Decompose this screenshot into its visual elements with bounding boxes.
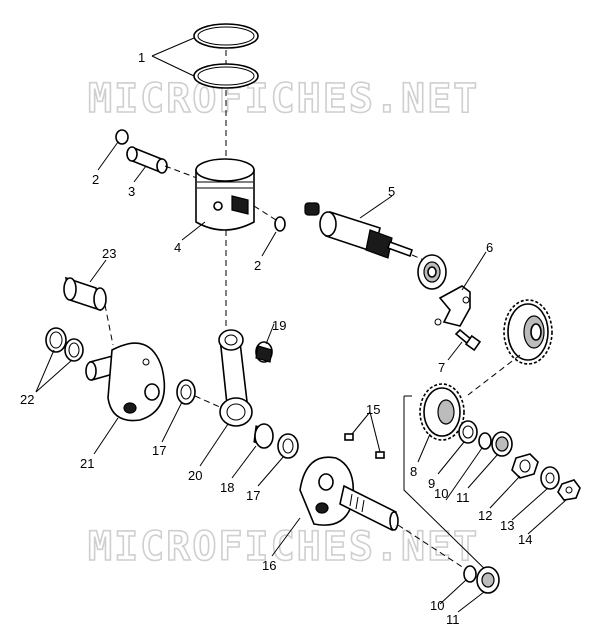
callout-10b: 10 — [430, 598, 444, 613]
watermark-bottom: MICROFICHES.NET — [88, 524, 479, 570]
piston-rings[interactable] — [193, 23, 259, 89]
circlip-top[interactable] — [115, 129, 129, 145]
bearing-upper[interactable] — [417, 254, 447, 290]
bolt[interactable] — [454, 328, 482, 352]
gear-large[interactable] — [503, 299, 553, 365]
washer-left[interactable] — [176, 379, 196, 405]
callout-22: 22 — [20, 392, 34, 407]
callout-14: 14 — [518, 532, 532, 547]
callout-7: 7 — [438, 360, 445, 375]
circlip-bottom-10[interactable] — [463, 565, 477, 583]
needle-bearing-23[interactable] — [63, 276, 107, 312]
connecting-rod[interactable] — [218, 329, 253, 427]
washer-13[interactable] — [540, 466, 560, 490]
leader-lines — [35, 37, 567, 613]
watermark-top: MICROFICHES.NET — [88, 76, 479, 122]
crank-half-right[interactable] — [299, 456, 399, 532]
callout-20: 20 — [188, 468, 202, 483]
callout-5: 5 — [388, 184, 395, 199]
shaft-assembly[interactable] — [304, 202, 414, 259]
bearing-bottom-11[interactable] — [476, 566, 500, 594]
circlip-bottom[interactable] — [274, 216, 286, 232]
callout-3: 3 — [128, 184, 135, 199]
washer-right[interactable] — [277, 433, 299, 459]
bearing-11[interactable] — [491, 431, 513, 457]
callout-12: 12 — [478, 508, 492, 523]
bracket[interactable] — [434, 285, 471, 327]
callout-11b: 11 — [446, 612, 460, 627]
big-end-bearing[interactable] — [253, 423, 274, 449]
callout-labels: 1 2 3 2 4 5 6 7 23 22 19 21 17 20 18 17 … — [20, 50, 532, 627]
piston-pin[interactable] — [126, 146, 168, 174]
circlip-10[interactable] — [478, 432, 492, 450]
callout-8: 8 — [410, 464, 417, 479]
callout-4: 4 — [174, 240, 181, 255]
piston[interactable] — [195, 158, 255, 231]
callout-19: 19 — [272, 318, 286, 333]
small-end-bearing[interactable] — [255, 341, 273, 363]
callout-2a: 2 — [92, 172, 99, 187]
gear-small[interactable] — [419, 383, 465, 441]
callout-18: 18 — [220, 480, 234, 495]
callout-15: 15 — [366, 402, 380, 417]
crank-half-left[interactable] — [85, 342, 166, 422]
seals[interactable] — [45, 327, 84, 362]
nut-12[interactable] — [511, 453, 539, 479]
callout-9: 9 — [428, 476, 435, 491]
washer-9[interactable] — [458, 420, 478, 444]
callout-6: 6 — [486, 240, 493, 255]
callout-17a: 17 — [152, 443, 166, 458]
callout-11a: 11 — [456, 490, 470, 505]
callout-2b: 2 — [254, 258, 261, 273]
callout-16: 16 — [262, 558, 276, 573]
callout-21: 21 — [80, 456, 94, 471]
callout-10a: 10 — [434, 486, 448, 501]
callout-13: 13 — [500, 518, 514, 533]
callout-1: 1 — [138, 50, 145, 65]
nut-14[interactable] — [557, 479, 581, 501]
callout-17b: 17 — [246, 488, 260, 503]
callout-23: 23 — [102, 246, 116, 261]
